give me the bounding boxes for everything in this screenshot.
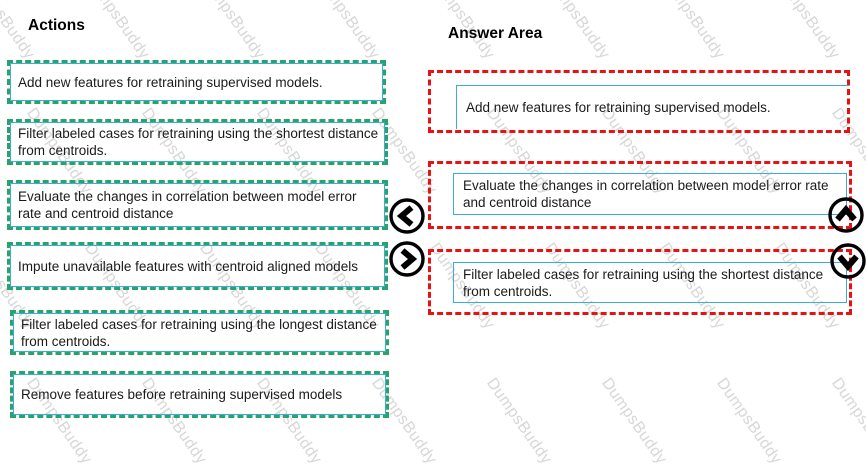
move-left-button[interactable] xyxy=(388,197,426,235)
action-option-label: Evaluate the changes in correlation betw… xyxy=(10,183,385,227)
move-down-button[interactable] xyxy=(829,242,866,280)
answer-item[interactable]: Add new features for retraining supervis… xyxy=(456,85,849,129)
action-option[interactable]: Evaluate the changes in correlation betw… xyxy=(7,180,388,230)
action-option[interactable]: Remove features before retraining superv… xyxy=(10,371,389,418)
move-up-button[interactable] xyxy=(827,196,865,234)
chevron-left-icon xyxy=(388,197,426,235)
answer-area-title: Answer Area xyxy=(448,25,543,42)
answer-slot[interactable]: Add new features for retraining supervis… xyxy=(428,70,850,133)
answer-item[interactable]: Filter labeled cases for retraining usin… xyxy=(453,262,847,303)
answer-slot[interactable]: Evaluate the changes in correlation betw… xyxy=(428,161,852,229)
answer-slot[interactable]: Filter labeled cases for retraining usin… xyxy=(428,249,852,315)
action-option[interactable]: Filter labeled cases for retraining usin… xyxy=(7,119,388,165)
action-option-label: Add new features for retraining supervis… xyxy=(10,63,383,101)
chevron-down-icon xyxy=(829,242,866,280)
action-option-label: Filter labeled cases for retraining usin… xyxy=(13,313,386,352)
action-option-label: Impute unavailable features with centroi… xyxy=(10,245,385,287)
action-option-label: Filter labeled cases for retraining usin… xyxy=(10,122,385,162)
action-option[interactable]: Impute unavailable features with centroi… xyxy=(7,242,388,290)
actions-column-title: Actions xyxy=(28,17,85,34)
answer-item[interactable]: Evaluate the changes in correlation betw… xyxy=(453,173,847,215)
move-right-button[interactable] xyxy=(388,240,426,278)
chevron-up-icon xyxy=(827,196,865,234)
action-option[interactable]: Filter labeled cases for retraining usin… xyxy=(10,310,389,355)
chevron-right-icon xyxy=(388,240,426,278)
action-option-label: Remove features before retraining superv… xyxy=(13,374,386,415)
action-option[interactable]: Add new features for retraining supervis… xyxy=(7,60,386,104)
